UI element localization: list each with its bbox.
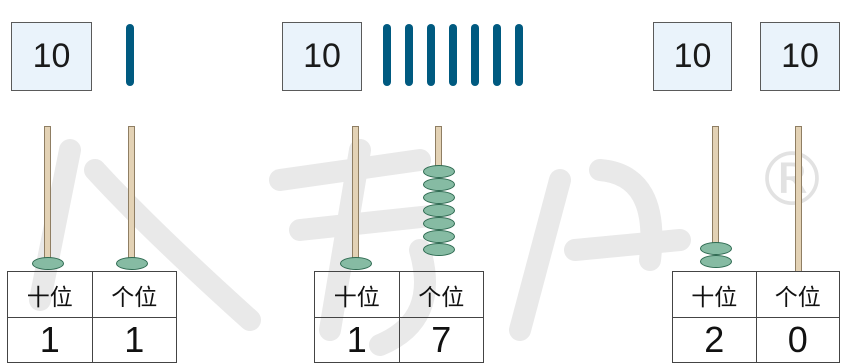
tens-label: 十位: [314, 271, 400, 318]
ones-stick: [405, 24, 413, 86]
tens-label: 十位: [7, 271, 93, 318]
tens-bead: [700, 242, 732, 255]
ten-card: 10: [282, 22, 362, 91]
ones-digit: 0: [755, 317, 840, 363]
ones-bead: [423, 178, 455, 191]
tens-rod: [352, 126, 359, 261]
ones-bead: [423, 243, 455, 256]
ones-stick: [515, 24, 523, 86]
ones-rod: [795, 126, 802, 272]
ones-bead: [423, 204, 455, 217]
ones-bead: [423, 191, 455, 204]
place-value-table: 十位 个位 2 0: [672, 271, 840, 363]
ones-digit: 7: [398, 317, 484, 363]
tens-label: 十位: [672, 271, 757, 318]
ones-bead: [423, 230, 455, 243]
place-value-table: 十位 个位 1 7: [314, 271, 484, 363]
ones-stick: [126, 24, 134, 86]
ones-label: 个位: [398, 271, 484, 318]
ones-stick: [383, 24, 391, 86]
ones-stick: [427, 24, 435, 86]
registered-mark: ®: [755, 137, 829, 223]
ones-stick: [471, 24, 479, 86]
tens-digit: 1: [7, 317, 93, 363]
ones-label: 个位: [755, 271, 840, 318]
tens-rod: [44, 126, 51, 261]
place-value-table: 十位 个位 1 1: [7, 271, 177, 363]
tens-digit: 1: [314, 317, 400, 363]
ones-bead: [423, 165, 455, 178]
tens-bead: [700, 255, 732, 268]
ones-stick: [449, 24, 457, 86]
tens-bead: [32, 257, 64, 270]
ones-stick: [493, 24, 501, 86]
ten-card: 10: [760, 22, 840, 91]
ten-card: 10: [653, 22, 732, 91]
ones-bead: [423, 217, 455, 230]
ones-digit: 1: [91, 317, 177, 363]
tens-rod: [712, 126, 719, 248]
ones-bead: [116, 257, 148, 270]
ten-card: 10: [11, 22, 92, 91]
tens-digit: 2: [672, 317, 757, 363]
ones-label: 个位: [91, 271, 177, 318]
ones-rod: [128, 126, 135, 261]
tens-bead: [340, 257, 372, 270]
